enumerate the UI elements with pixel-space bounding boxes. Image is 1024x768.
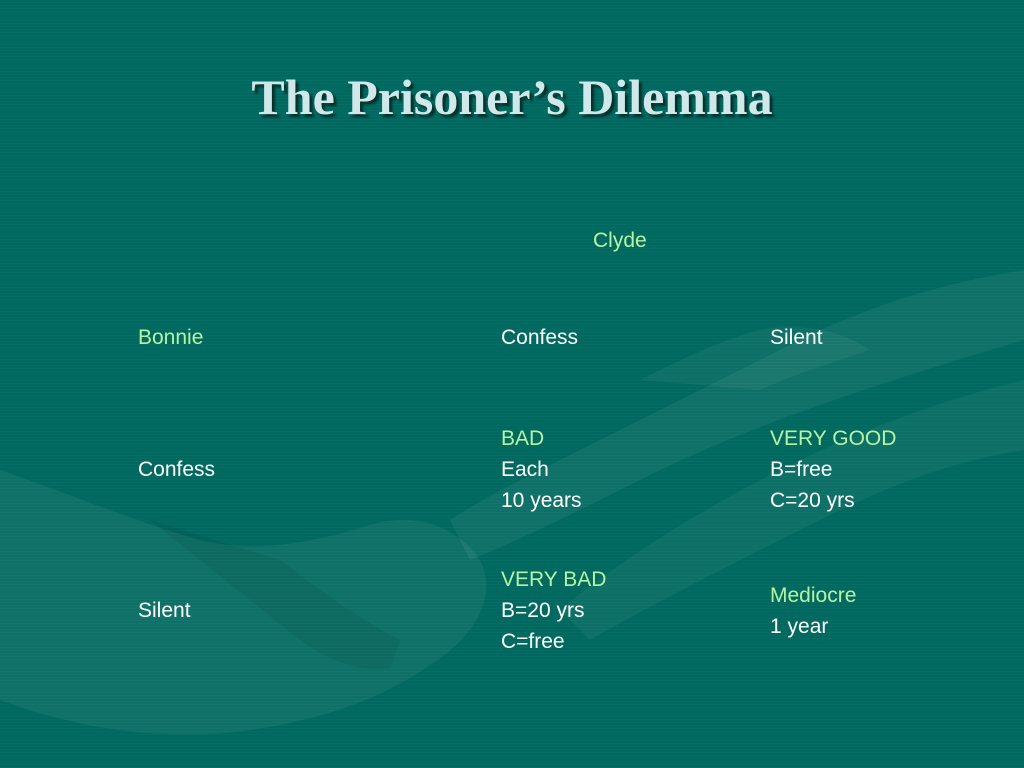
outcome-confess-confess: BAD Each 10 years [501,423,582,516]
outcome-detail: C=free [501,630,565,653]
outcome-silent-silent: Mediocre 1 year [770,580,856,642]
outcome-detail: Each [501,458,549,481]
outcome-detail: 10 years [501,489,582,512]
row-header-silent: Silent [138,599,191,622]
slide-title: The Prisoner’s Dilemma [251,69,773,125]
outcome-detail: B=free [770,458,833,481]
column-header-silent: Silent [770,326,823,349]
column-player-label: Clyde [593,229,647,252]
outcome-detail: B=20 yrs [501,599,585,622]
row-player-label: Bonnie [138,326,204,349]
row-header-confess: Confess [138,458,216,481]
outcome-detail: C=20 yrs [770,489,855,512]
column-header-confess: Confess [501,326,579,349]
outcome-rating: BAD [501,427,545,450]
outcome-rating: Mediocre [770,584,857,607]
outcome-rating: VERY BAD [501,568,607,591]
outcome-confess-silent: VERY GOOD B=free C=20 yrs [770,423,896,516]
outcome-detail: 1 year [770,615,829,638]
outcome-rating: VERY GOOD [770,427,897,450]
outcome-silent-confess: VERY BAD B=20 yrs C=free [501,564,606,657]
